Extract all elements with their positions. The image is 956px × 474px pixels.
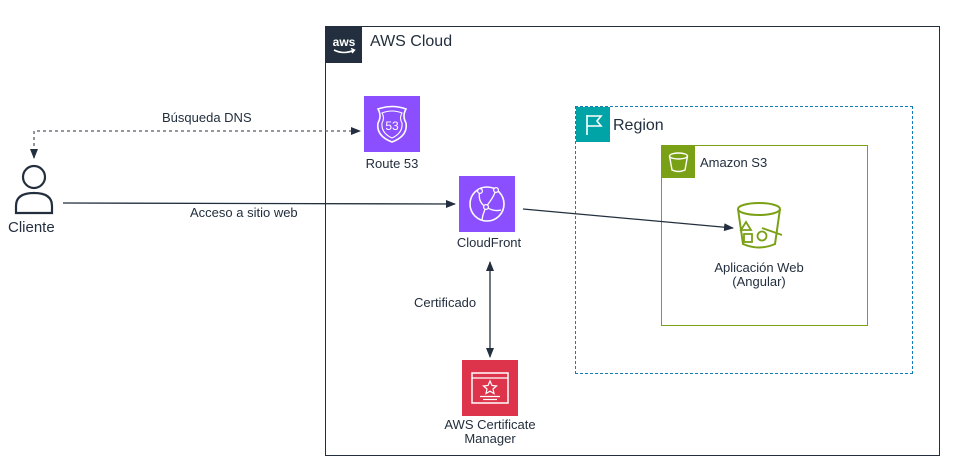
web-app-label-line1: Aplicación Web xyxy=(714,260,804,275)
web-access-edge xyxy=(62,199,456,208)
web-app-label: Aplicación Web (Angular) xyxy=(714,261,803,289)
user-icon xyxy=(12,160,56,216)
amazon-s3-group xyxy=(661,145,868,326)
certificate-manager-icon xyxy=(462,360,518,416)
bucket-icon xyxy=(662,146,695,178)
certificate-manager-label: AWS Certificate Manager xyxy=(444,418,535,446)
route53-icon: 53 xyxy=(364,96,420,152)
certificate-label: Certificado xyxy=(414,295,477,310)
cloudfront-icon xyxy=(459,176,515,232)
flag-icon xyxy=(576,107,610,142)
aws-cloud-group xyxy=(325,26,940,456)
web-app-bucket-icon xyxy=(732,200,786,252)
certificate-manager-label-line1: AWS Certificate xyxy=(444,417,536,432)
dns-lookup-edge xyxy=(30,127,361,159)
web-access-label: Acceso a sitio web xyxy=(190,205,298,220)
cloudfront-label: CloudFront xyxy=(456,235,522,250)
cloudfront-to-s3-edge xyxy=(522,208,734,232)
dns-lookup-label: Búsqueda DNS xyxy=(162,110,252,125)
route53-label: Route 53 xyxy=(365,156,419,171)
region-group xyxy=(575,106,913,374)
aws-logo-icon: aws xyxy=(326,27,362,63)
amazon-s3-label: Amazon S3 xyxy=(700,155,768,170)
certificate-manager-label-line2: Manager xyxy=(464,431,516,446)
svg-text:aws: aws xyxy=(333,35,356,49)
client-label: Cliente xyxy=(8,219,55,236)
svg-text:53: 53 xyxy=(385,119,399,133)
web-app-label-line2: (Angular) xyxy=(732,274,786,289)
aws-cloud-label: AWS Cloud xyxy=(370,33,453,50)
region-label: Region xyxy=(613,117,664,134)
